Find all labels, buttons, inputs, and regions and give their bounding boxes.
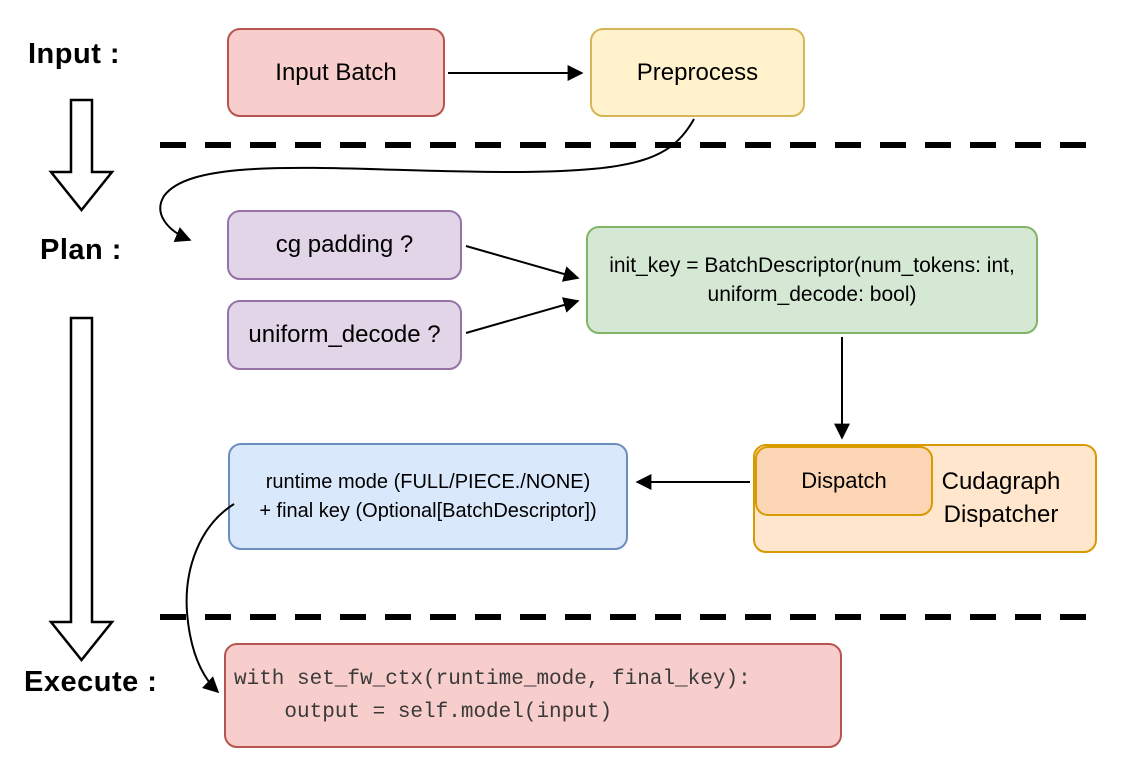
node-cudagraph-line1: Cudagraph	[941, 468, 1061, 496]
node-cudagraph-line2: Dispatcher	[943, 500, 1059, 528]
node-input-batch-label: Input Batch	[275, 58, 397, 86]
block-arrow-input-to-plan-icon	[48, 98, 115, 212]
node-runtime-mode: runtime mode (FULL/PIECE./NONE) + final …	[228, 443, 628, 550]
node-cg-padding: cg padding ?	[227, 210, 462, 280]
node-dispatch: Dispatch	[755, 446, 933, 516]
node-init-key-line2: uniform_decode: bool)	[707, 283, 917, 306]
node-init-key-line1: init_key = BatchDescriptor(num_tokens: i…	[609, 253, 1015, 277]
section-label-plan: Plan :	[40, 234, 122, 266]
node-cg-padding-label: cg padding ?	[275, 231, 414, 258]
node-execute-code: with set_fw_ctx(runtime_mode, final_key)…	[224, 643, 842, 748]
execute-code-line2: output = self.model(input)	[234, 700, 613, 724]
node-dispatch-label: Dispatch	[801, 468, 887, 493]
execute-code-line1: with set_fw_ctx(runtime_mode, final_key)…	[234, 667, 751, 691]
node-runtime-mode-line1: runtime mode (FULL/PIECE./NONE)	[265, 470, 591, 493]
node-input-batch: Input Batch	[227, 28, 445, 117]
node-preprocess-label: Preprocess	[636, 58, 759, 86]
arrow-uniformdecode-to-initkey	[465, 297, 580, 334]
node-uniform-decode-label: uniform_decode ?	[248, 321, 441, 348]
block-arrow-plan-to-execute-icon	[48, 316, 115, 662]
node-init-key: init_key = BatchDescriptor(num_tokens: i…	[586, 226, 1038, 334]
arrow-cgpadding-to-initkey	[465, 245, 580, 282]
node-uniform-decode: uniform_decode ?	[227, 300, 462, 370]
node-runtime-mode-line2: + final key (Optional[BatchDescriptor])	[259, 499, 597, 522]
node-preprocess: Preprocess	[590, 28, 805, 117]
section-label-execute: Execute :	[24, 666, 158, 698]
section-label-input: Input :	[28, 38, 121, 70]
